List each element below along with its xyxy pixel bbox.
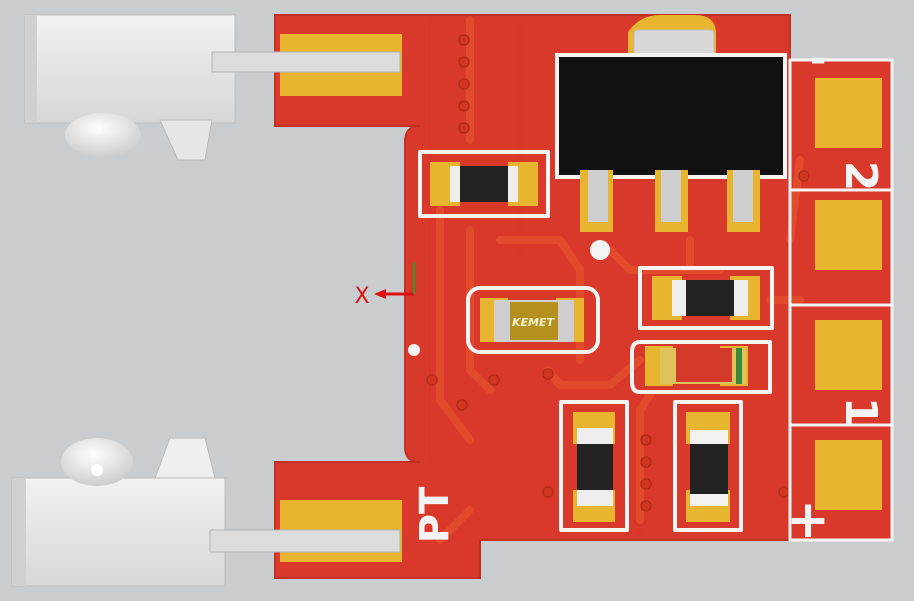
silk-designator: PT (412, 486, 458, 543)
ir-led-top (24, 14, 401, 161)
copper-traces (436, 16, 804, 544)
resistor-r1 (418, 150, 550, 218)
vias (426, 34, 810, 512)
silk-pin-bottom: + (786, 490, 830, 550)
fiducial-dot (408, 344, 420, 356)
connector-pad-2 (815, 200, 882, 270)
diode-d1 (673, 400, 743, 532)
silk-pin-top: - (810, 36, 827, 82)
connector-pad-1 (815, 78, 882, 148)
smd-led (630, 340, 772, 394)
resistor-r2 (638, 266, 774, 330)
silk-pin-1: 1 (835, 397, 886, 428)
resistor-r3 (559, 400, 629, 532)
connector-pads (788, 58, 894, 542)
pin1-marker (590, 240, 610, 260)
axis-x-label: X (354, 284, 369, 309)
tantalum-capacitor: KEMET (466, 286, 600, 354)
connector-pad-3 (815, 320, 882, 390)
voltage-regulator (555, 15, 787, 260)
silk-pin-2: 2 (835, 161, 886, 192)
capacitor-brand: KEMET (512, 316, 555, 329)
connector-pad-4 (815, 440, 882, 510)
ir-led-bottom (11, 437, 401, 587)
axis-indicator: X (354, 262, 415, 309)
